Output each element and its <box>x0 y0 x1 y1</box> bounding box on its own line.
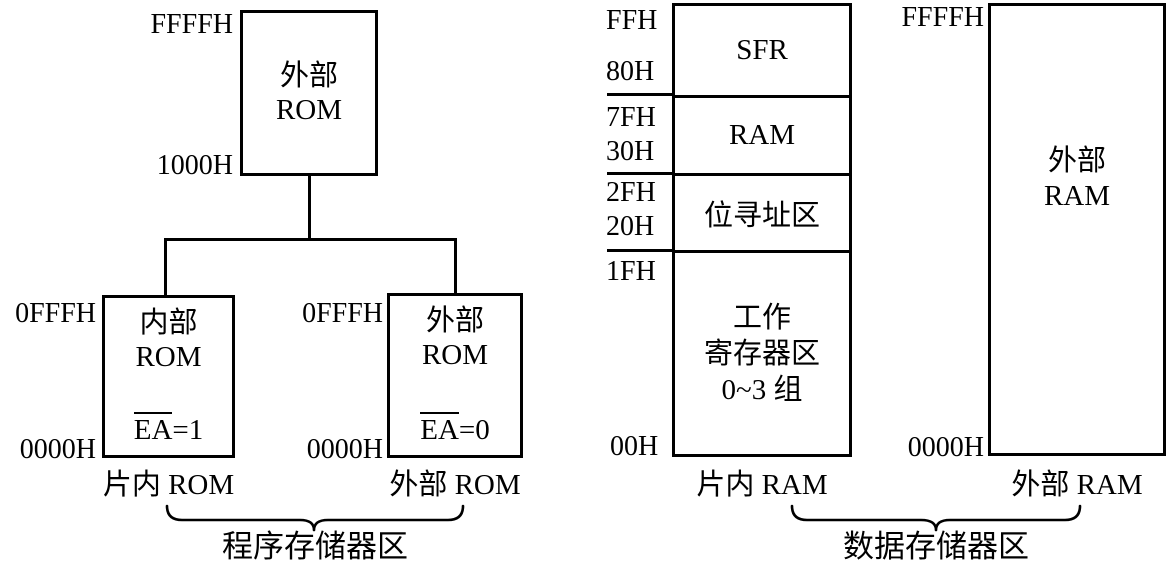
internal-rom-label-line2: ROM <box>135 341 202 373</box>
external-rom-box: 外部 ROM EA=0 <box>387 293 523 458</box>
ea-equals-0: EA=0 <box>390 412 520 445</box>
external-ram-label-line2: RAM <box>1043 180 1111 212</box>
internal-rom-label-line1: 内部 <box>139 307 198 339</box>
ea-equals-1: EA=1 <box>105 412 232 445</box>
data-memory-group-caption: 数据存储器区 <box>843 529 1029 564</box>
program-external-rom-upper-box: 外部 ROM <box>240 10 378 176</box>
connector-vertical-right <box>454 238 457 295</box>
external-ram-box: 外部 RAM <box>988 3 1166 456</box>
data-underbrace-icon <box>790 504 1082 532</box>
internal-ram-box: SFR RAM 位寻址区 工作 寄存器区 0~3 组 <box>672 3 852 457</box>
addr-7fh: 7FH <box>606 102 656 133</box>
addr-0000h-left: 0000H <box>19 434 96 465</box>
connector-vertical-left <box>164 238 167 297</box>
segment-sfr: SFR <box>675 6 849 98</box>
connector-horizontal <box>164 238 457 241</box>
addr-1fh: 1FH <box>606 256 656 287</box>
segment-bit-addressable: 位寻址区 <box>675 176 849 253</box>
addr-20h: 20H <box>606 211 655 242</box>
addr-1000h: 1000H <box>156 150 233 181</box>
tick-ram-bit-boundary <box>607 172 675 175</box>
external-rom-caption: 外部 ROM <box>389 469 521 501</box>
addr-2fh: 2FH <box>606 177 656 208</box>
program-upper-box-label-line2: ROM <box>275 94 343 126</box>
external-ram-caption: 外部 RAM <box>1011 469 1143 501</box>
program-underbrace-icon <box>165 504 465 532</box>
tick-bit-work-boundary <box>607 249 675 252</box>
ea-overline-symbol: EA <box>420 412 459 446</box>
addr-30h: 30H <box>606 136 655 167</box>
ea-value: =0 <box>458 414 490 446</box>
internal-rom-box: 内部 ROM EA=1 <box>102 295 235 458</box>
internal-ram-caption: 片内 RAM <box>696 469 828 501</box>
addr-ffffh-data: FFFFH <box>901 2 984 33</box>
external-ram-label-line1: 外部 <box>1047 145 1106 177</box>
addr-ffffh-program: FFFFH <box>150 9 233 40</box>
connector-vertical-top <box>308 176 311 240</box>
ea-value: =1 <box>172 414 204 446</box>
tick-sfr-ram-boundary <box>607 93 675 96</box>
segment-ram: RAM <box>675 98 849 176</box>
program-memory-group-caption: 程序存储器区 <box>222 529 408 564</box>
external-rom-label-line2: ROM <box>421 339 489 371</box>
addr-0fffh-left: 0FFFH <box>15 298 96 329</box>
addr-0000h-right: 0000H <box>306 434 383 465</box>
external-rom-label-line1: 外部 <box>425 305 484 337</box>
ea-overline-symbol: EA <box>133 412 173 446</box>
segment-work-registers: 工作 寄存器区 0~3 组 <box>703 301 820 406</box>
addr-0000h-data: 0000H <box>907 432 984 463</box>
internal-rom-caption: 片内 ROM <box>102 469 235 501</box>
addr-80h: 80H <box>606 56 655 87</box>
addr-ffh: FFH <box>606 5 658 36</box>
addr-00h: 00H <box>610 431 659 462</box>
program-upper-box-label-line1: 外部 <box>279 60 338 92</box>
addr-0fffh-right: 0FFFH <box>302 298 383 329</box>
